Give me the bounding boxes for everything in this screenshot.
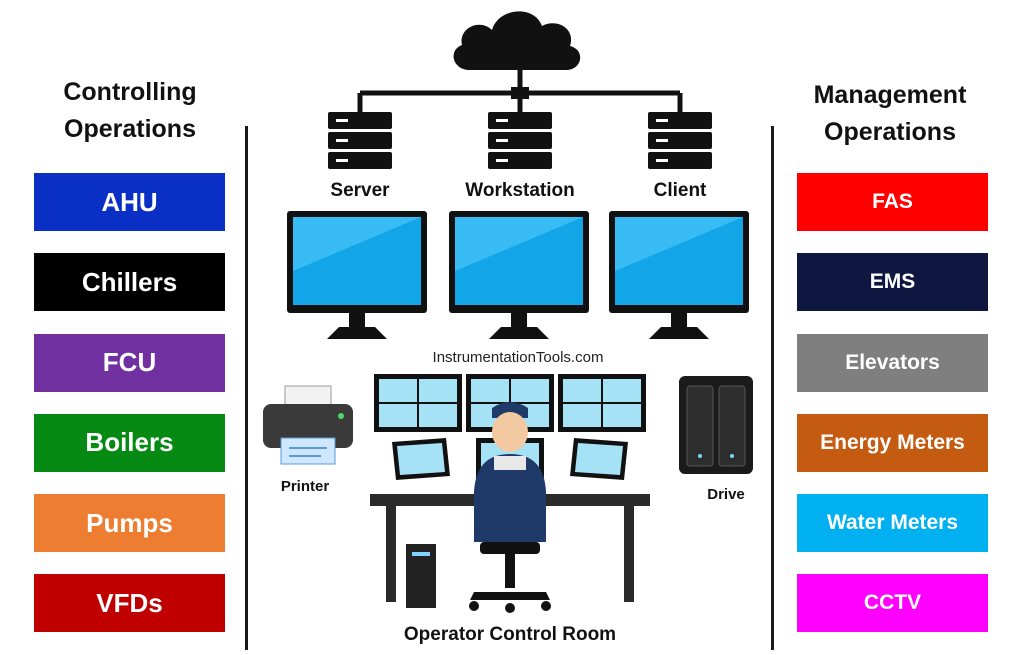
- right-heading-line2: Operations: [824, 118, 956, 146]
- network-hub-icon: [511, 87, 529, 99]
- management-item-energy-meters: Energy Meters: [797, 413, 988, 472]
- management-item-fas: FAS: [797, 173, 988, 231]
- controlling-item-boilers: Boilers: [34, 413, 225, 472]
- monitor-icon: [287, 211, 427, 339]
- network-topology: [357, 11, 683, 112]
- management-item-water-meters: Water Meters: [797, 494, 988, 553]
- cloud-icon: [453, 11, 581, 70]
- management-item-ems: EMS: [797, 253, 988, 312]
- left-panel-heading: Controlling Operations: [30, 74, 230, 148]
- monitor-icon: [609, 211, 749, 339]
- chair-icon: [469, 542, 551, 613]
- server-rack-icon: [648, 112, 712, 169]
- printer-icon: [263, 385, 353, 465]
- server-rack-icon: [328, 112, 392, 169]
- controlling-item-ahu: AHU: [34, 173, 225, 231]
- controlling-item-fcu: FCU: [34, 333, 225, 392]
- workstation-label: Workstation: [465, 180, 575, 201]
- left-divider: [245, 126, 248, 650]
- right-panel-heading: Management Operations: [790, 77, 990, 151]
- server-rack-icon: [488, 112, 552, 169]
- left-heading-line1: Controlling: [63, 78, 197, 106]
- operator-figure: [474, 402, 546, 542]
- controlling-item-chillers: Chillers: [34, 253, 225, 312]
- operator-desk-illustration: [370, 374, 650, 613]
- nas-drive-icon: [679, 376, 753, 474]
- watermark-text: InstrumentationTools.com: [432, 349, 604, 366]
- right-divider: [771, 126, 774, 650]
- server-label: Server: [330, 180, 390, 201]
- controlling-item-vfds: VFDs: [34, 574, 225, 633]
- drive-label: Drive: [707, 486, 745, 503]
- management-item-cctv: CCTV: [797, 574, 988, 633]
- left-heading-line2: Operations: [64, 115, 196, 143]
- client-label: Client: [653, 180, 707, 201]
- controlling-item-pumps: Pumps: [34, 494, 225, 553]
- monitor-icon: [449, 211, 589, 339]
- right-heading-line1: Management: [813, 81, 967, 109]
- printer-label: Printer: [280, 478, 330, 495]
- management-item-elevators: Elevators: [797, 333, 988, 392]
- operator-control-room-title: Operator Control Room: [403, 624, 617, 645]
